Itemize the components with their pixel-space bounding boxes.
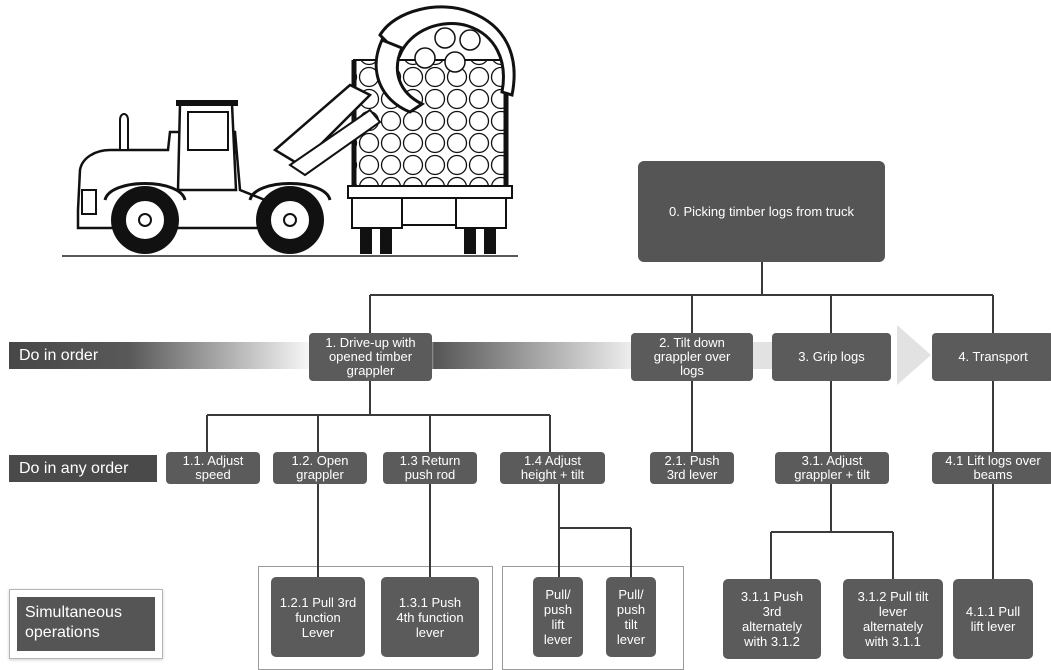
node-2: 2. Tilt down grappler over logs: [631, 333, 753, 381]
node-3: 3. Grip logs: [772, 333, 891, 381]
node-3-1-1: 3.1.1 Push 3rd alternately with 3.1.2: [723, 579, 821, 659]
node-4: 4. Transport: [932, 333, 1051, 381]
node-1: 1. Drive-up with opened timber grappler: [309, 333, 432, 381]
node-4-1: 4.1 Lift logs over beams: [932, 452, 1051, 484]
do-in-any-order-band: Do in any order: [9, 455, 157, 482]
node-0-root: 0. Picking timber logs from truck: [638, 161, 885, 262]
node-2-1: 2.1. Push 3rd lever: [650, 452, 734, 484]
order-arrow-head: [897, 325, 931, 385]
node-4-1-1: 4.1.1 Pull lift lever: [953, 579, 1033, 659]
node-1-3-1: 1.3.1 Push 4th function lever: [381, 577, 479, 657]
node-1-2-1: 1.2.1 Pull 3rd function Lever: [271, 577, 365, 657]
node-1-3: 1.3 Return push rod: [383, 452, 477, 484]
node-1-4-lift: Pull/ push lift lever: [533, 577, 583, 657]
node-3-1-2: 3.1.2 Pull tilt lever alternately with 3…: [843, 579, 943, 659]
legend-simultaneous: Simultaneous operations: [9, 589, 163, 659]
do-in-order-label: Do in order: [19, 346, 99, 364]
node-1-4: 1.4 Adjust height + tilt: [500, 452, 605, 484]
node-3-1: 3.1. Adjust grappler + tilt: [775, 452, 889, 484]
loader-truck-illustration: [62, 5, 518, 257]
node-1-1: 1.1. Adjust speed: [166, 452, 260, 484]
node-1-2: 1.2. Open grappler: [273, 452, 367, 484]
legend-simultaneous-label: Simultaneous operations: [17, 597, 155, 651]
node-1-4-tilt: Pull/ push tilt lever: [606, 577, 656, 657]
do-in-any-order-label: Do in any order: [19, 459, 129, 477]
